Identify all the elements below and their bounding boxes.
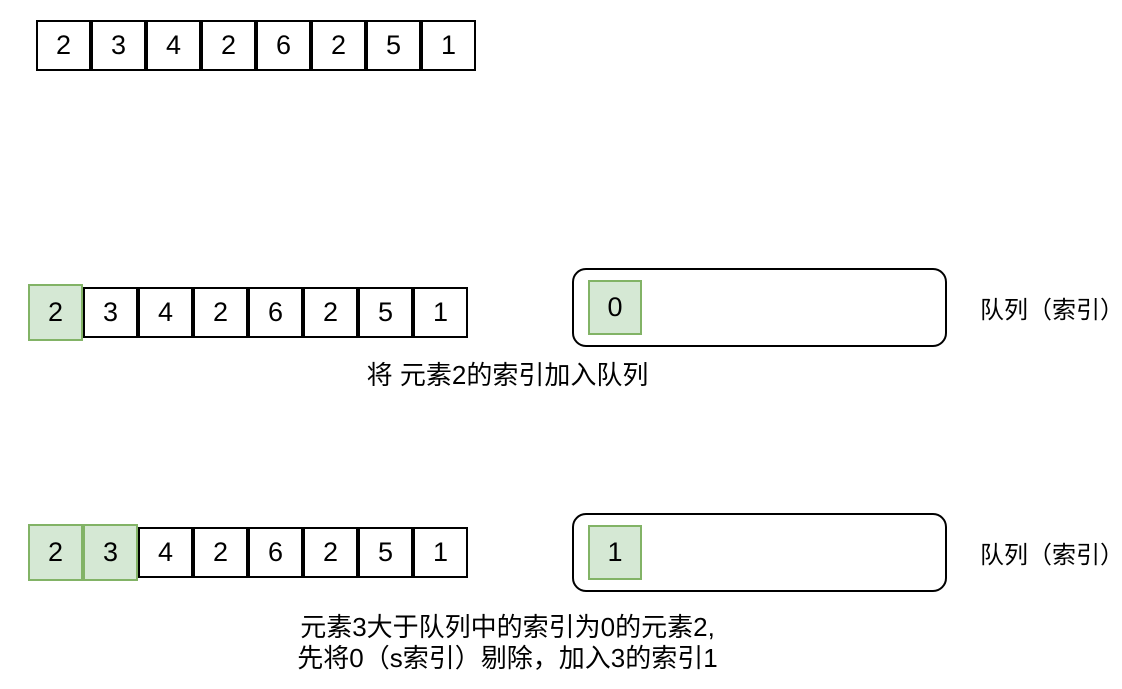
array-cell: 2 [311,20,366,71]
array-cell: 3 [83,287,138,338]
array-cell: 2 [201,20,256,71]
array-cell: 6 [248,527,303,578]
array-cell: 2 [36,20,91,71]
array-step1: 2 3 4 2 6 2 5 1 [28,284,468,341]
queue-box-step1: 0 [572,268,947,347]
caption-step2-line2: 先将0（s索引）剔除，加入3的索引1 [297,643,718,673]
array-cell: 2 [193,527,248,578]
array-cell-highlighted: 3 [83,524,138,581]
array-cell: 4 [138,287,193,338]
array-cell: 4 [138,527,193,578]
array-cell: 6 [256,20,311,71]
array-cell: 2 [303,527,358,578]
queue-cell: 1 [588,525,642,580]
array-cell: 1 [413,527,468,578]
array-cell: 6 [248,287,303,338]
array-cell: 2 [193,287,248,338]
queue-cell: 0 [588,280,642,335]
array-step2: 2 3 4 2 6 2 5 1 [28,524,468,581]
caption-step1: 将 元素2的索引加入队列 [366,360,649,390]
array-cell: 5 [366,20,421,71]
queue-label-step1: 队列（索引） [980,297,1122,324]
array-cell: 3 [91,20,146,71]
array-step0: 2 3 4 2 6 2 5 1 [36,20,476,71]
caption-step2: 元素3大于队列中的索引为0的元素2, 先将0（s索引）剔除，加入3的索引1 [30,612,985,674]
queue-label-step2: 队列（索引） [980,542,1122,569]
caption-step2-line1: 元素3大于队列中的索引为0的元素2, [300,612,715,642]
queue-box-step2: 1 [572,513,947,592]
array-cell: 1 [413,287,468,338]
array-cell-highlighted: 2 [28,284,83,341]
array-cell: 2 [303,287,358,338]
array-cell: 4 [146,20,201,71]
array-cell: 1 [421,20,476,71]
array-cell: 5 [358,527,413,578]
array-cell: 5 [358,287,413,338]
array-cell-highlighted: 2 [28,524,83,581]
